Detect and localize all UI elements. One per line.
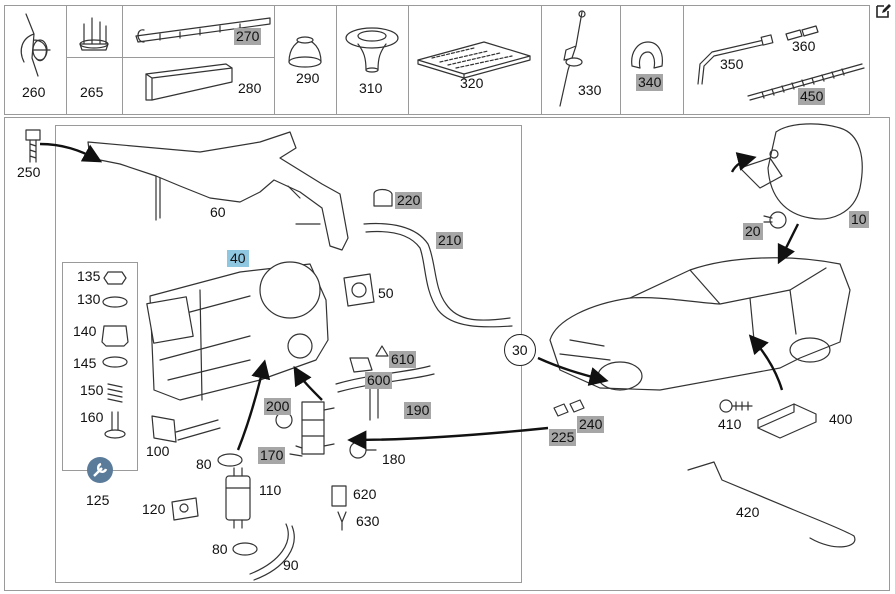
part-320-drawing [417, 41, 531, 79]
part-110-filter [225, 467, 251, 529]
wrench-icon [87, 457, 113, 483]
part-120-mount [171, 497, 199, 521]
top-parts-strip [4, 5, 870, 115]
part-label-125: 125 [86, 492, 110, 508]
part-225-240-fitting [553, 399, 585, 417]
part-label-10[interactable]: 10 [849, 211, 869, 228]
part-220-clamp [373, 188, 393, 207]
part-80-clamp-a [217, 453, 243, 467]
part-420-rod [687, 461, 856, 548]
part-20-bolt [763, 211, 787, 229]
part-label-350: 350 [720, 56, 744, 72]
part-330-drawing [559, 10, 586, 107]
part-label-270[interactable]: 270 [234, 28, 262, 45]
part-450-drawing [747, 63, 865, 101]
part-label-600[interactable]: 600 [365, 372, 393, 389]
part-label-310: 310 [359, 80, 383, 96]
part-label-630: 630 [356, 513, 380, 529]
part-270-drawing [135, 17, 271, 43]
part-label-30: 30 [512, 342, 528, 358]
part-label-340[interactable]: 340 [636, 74, 664, 91]
part-label-130: 130 [77, 291, 101, 307]
part-250-bolt [25, 129, 41, 163]
part-label-40[interactable]: 40 [227, 250, 249, 267]
part-label-140: 140 [73, 323, 97, 339]
part-label-240[interactable]: 240 [577, 416, 605, 433]
part-label-400: 400 [829, 411, 853, 427]
part-210-hose [363, 222, 513, 328]
part-label-280: 280 [238, 80, 262, 96]
part-label-610[interactable]: 610 [389, 351, 417, 368]
part-label-290: 290 [296, 70, 320, 86]
part-label-265: 265 [80, 84, 104, 100]
edit-icon[interactable] [875, 3, 891, 19]
vehicle-outline [549, 257, 851, 391]
part-label-120: 120 [142, 501, 166, 517]
part-label-110: 110 [259, 482, 282, 498]
part-label-135: 135 [77, 268, 101, 284]
part-label-210[interactable]: 210 [436, 232, 464, 249]
part-label-190[interactable]: 190 [404, 402, 432, 419]
part-label-260: 260 [22, 84, 46, 100]
part-80-clamp-b [232, 542, 258, 556]
part-label-330: 330 [578, 82, 602, 98]
part-label-50: 50 [378, 285, 394, 301]
part-60-bracket [87, 131, 349, 251]
part-50-bracket [343, 273, 375, 307]
part-410-bolt [719, 399, 753, 413]
part-label-160: 160 [80, 409, 104, 425]
part-label-225[interactable]: 225 [549, 429, 577, 446]
part-label-320: 320 [460, 75, 484, 91]
part-label-145: 145 [73, 355, 97, 371]
part-label-200[interactable]: 200 [264, 398, 292, 415]
part-290-drawing [288, 36, 322, 68]
part-610-clip [375, 345, 389, 357]
part-310-drawing [345, 27, 399, 73]
part-label-80: 80 [212, 541, 228, 557]
part-label-420: 420 [736, 504, 760, 520]
part-360-drawing [785, 25, 819, 41]
part-label-60: 60 [210, 204, 226, 220]
part-260-drawing [20, 13, 51, 77]
part-600-clip [349, 357, 373, 373]
part-350-drawing [697, 34, 774, 85]
part-label-450[interactable]: 450 [798, 88, 826, 105]
part-label-20[interactable]: 20 [743, 223, 763, 240]
part-label-360: 360 [792, 38, 816, 54]
small-parts-stack [101, 271, 129, 439]
part-label-220[interactable]: 220 [395, 192, 423, 209]
part-280-drawing [145, 63, 233, 101]
part-label-150: 150 [80, 382, 104, 398]
part-10-reservoir [739, 123, 863, 220]
part-90-hose [249, 523, 295, 581]
part-40-compressor [146, 261, 329, 401]
part-label-90: 90 [283, 557, 299, 573]
part-620-630 [331, 485, 347, 531]
part-label-410: 410 [718, 416, 742, 432]
part-400-sensor [757, 403, 817, 439]
part-label-170[interactable]: 170 [258, 447, 286, 464]
part-label-250: 250 [17, 164, 41, 180]
part-label-80: 80 [196, 456, 212, 472]
main-diagram-frame [4, 117, 890, 591]
part-340-drawing [631, 41, 663, 69]
part-label-180: 180 [382, 451, 406, 467]
callout-circle-30 [504, 334, 536, 366]
part-label-100: 100 [146, 443, 170, 459]
part-100-bracket [151, 415, 221, 443]
part-valve-block [275, 401, 335, 457]
part-265-drawing [79, 17, 109, 51]
part-label-620: 620 [353, 486, 377, 502]
